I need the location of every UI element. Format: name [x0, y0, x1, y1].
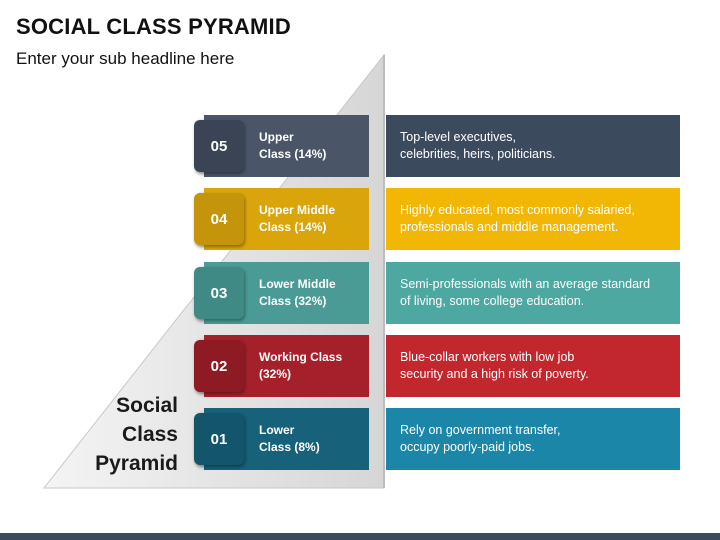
- description-line1: Semi-professionals with an average stand…: [400, 277, 651, 291]
- level-description: Blue-collar workers with low job security…: [386, 335, 680, 397]
- class-name-line1: Lower: [259, 423, 295, 437]
- level-number-tag: 01: [194, 413, 244, 465]
- level-description: Semi-professionals with an average stand…: [386, 262, 680, 324]
- level-number-tag: 05: [194, 120, 244, 172]
- class-name-line1: Lower Middle: [259, 277, 336, 291]
- pyramid-label-line: Pyramid: [95, 452, 178, 475]
- description-line1: Rely on government transfer,: [400, 423, 561, 437]
- class-name-line2: Class (32%): [259, 294, 327, 308]
- pyramid-label-line: Class: [121, 423, 178, 446]
- description-line1: Blue-collar workers with low job: [400, 350, 575, 364]
- class-name-line2: Class (8%): [259, 440, 320, 454]
- pyramid-label-line: Social: [116, 394, 178, 417]
- level-number-tag: 02: [194, 340, 244, 392]
- footer-bar: [0, 533, 720, 540]
- page-subtitle: Enter your sub headline here: [16, 49, 235, 68]
- class-name-line1: Upper Middle: [259, 203, 336, 217]
- class-name: Working Class (32%): [259, 335, 369, 397]
- description-line1: Highly educated, most commonly salaried,: [400, 203, 635, 217]
- level-number: 01: [210, 430, 228, 448]
- class-name-line1: Working Class: [259, 350, 343, 364]
- level-description: Rely on government transfer, occupy poorl…: [386, 408, 680, 470]
- level-number: 02: [210, 357, 228, 375]
- description-line2: occupy poorly-paid jobs.: [400, 440, 535, 454]
- pyramid-label: Social Class Pyramid: [95, 391, 178, 478]
- level-number: 04: [210, 210, 228, 228]
- description-line2: celebrities, heirs, politicians.: [400, 147, 556, 161]
- page-title: SOCIAL CLASS PYRAMID: [16, 14, 291, 39]
- description-line1: Top-level executives,: [400, 130, 517, 144]
- class-name-line2: Class (14%): [259, 147, 327, 161]
- description-line2: of living, some college education.: [400, 294, 585, 308]
- class-name-line1: Upper: [259, 130, 294, 144]
- pyramid-level-row: 02 Working Class (32%) Blue-collar workers …: [0, 335, 720, 399]
- class-name-line2: Class (14%): [259, 220, 327, 234]
- level-number-tag: 03: [194, 267, 244, 319]
- level-number-tag: 04: [194, 193, 244, 245]
- level-number: 05: [210, 137, 228, 155]
- description-line2: security and a high risk of poverty.: [400, 367, 589, 381]
- level-description: Top-level executives, celebrities, heirs,…: [386, 115, 680, 177]
- level-number: 03: [210, 284, 228, 302]
- class-name-line2: (32%): [259, 367, 292, 381]
- description-line2: professionals and middle management.: [400, 220, 619, 234]
- level-description: Highly educated, most commonly salaried,…: [386, 188, 680, 250]
